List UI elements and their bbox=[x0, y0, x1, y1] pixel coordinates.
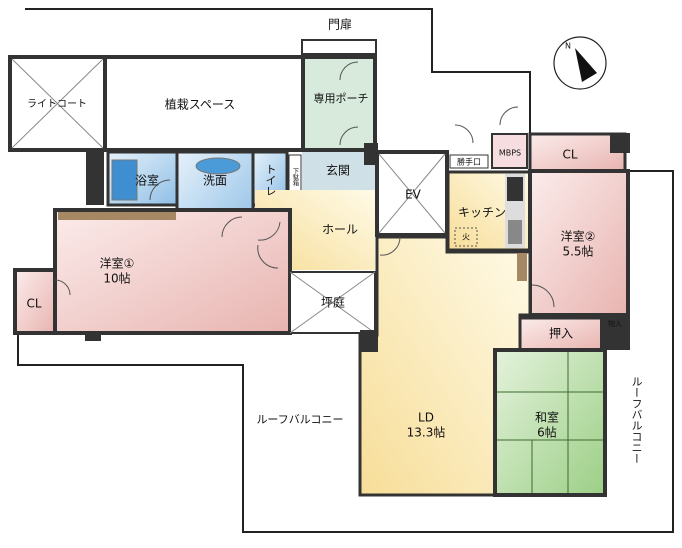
shoe-box-label: 下駄箱 bbox=[292, 168, 299, 187]
compass-icon: N bbox=[553, 36, 607, 90]
mbps-label: MBPS bbox=[499, 149, 521, 158]
roof-balcony-right-label: ルーフバルコニー bbox=[630, 376, 643, 464]
oshiire-label: 押入 bbox=[549, 327, 573, 341]
svg-text:N: N bbox=[565, 42, 571, 51]
sink bbox=[195, 157, 241, 175]
ld-size: 13.3帖 bbox=[407, 425, 446, 440]
closet-top-label: CL bbox=[562, 148, 577, 162]
door-swings bbox=[54, 61, 555, 308]
toilet-label: トイレ bbox=[264, 164, 277, 197]
planting-space-label: 植栽スペース bbox=[165, 97, 236, 112]
japanese-room bbox=[493, 348, 607, 497]
storage-label: 物入 bbox=[608, 319, 622, 328]
bathroom-label: 浴室 bbox=[135, 173, 159, 188]
closet-left bbox=[13, 268, 57, 335]
private-porch bbox=[301, 55, 377, 152]
stove-icon bbox=[507, 177, 523, 201]
western-room-1-name: 洋室① bbox=[100, 256, 135, 271]
japanese-room-size: 6帖 bbox=[537, 425, 557, 440]
western-room-1-size: 10帖 bbox=[103, 271, 130, 286]
site-outline bbox=[17, 8, 674, 533]
western-room-1 bbox=[53, 208, 292, 335]
closet-left-label: CL bbox=[26, 297, 41, 311]
private-porch-label: 専用ポーチ bbox=[314, 92, 369, 105]
mbps bbox=[491, 133, 528, 169]
bathtub bbox=[111, 159, 138, 201]
columns bbox=[85, 133, 630, 352]
entrance bbox=[302, 152, 375, 190]
partition bbox=[517, 253, 527, 281]
japanese-room-name: 和室 bbox=[535, 410, 559, 425]
light-court-label: ライトコート bbox=[27, 98, 87, 110]
sink-icon bbox=[508, 220, 522, 244]
kitchen-label: キッチン bbox=[458, 206, 506, 220]
closet-top bbox=[528, 132, 627, 173]
shelf bbox=[58, 212, 176, 220]
service-door-label: 勝手口 bbox=[457, 157, 481, 167]
western-room-2 bbox=[528, 169, 630, 317]
western-room-2-size: 5.5帖 bbox=[562, 244, 593, 259]
western-room-2-name: 洋室② bbox=[561, 229, 596, 244]
planting-space bbox=[103, 55, 305, 152]
ld-name: LD bbox=[418, 411, 434, 425]
service-door bbox=[449, 154, 489, 169]
ev-label: EV bbox=[405, 188, 422, 202]
entrance-label: 玄関 bbox=[326, 163, 350, 178]
courtyard bbox=[289, 271, 376, 334]
stove-label: 火 bbox=[462, 233, 470, 242]
washroom-label: 洗面 bbox=[203, 174, 227, 188]
hall-label: ホール bbox=[322, 223, 358, 237]
gate-label: 門扉 bbox=[328, 18, 352, 32]
gate bbox=[301, 39, 377, 55]
courtyard-label: 坪庭 bbox=[321, 295, 345, 310]
roof-balcony-left-label: ルーフバルコニー bbox=[256, 413, 343, 426]
